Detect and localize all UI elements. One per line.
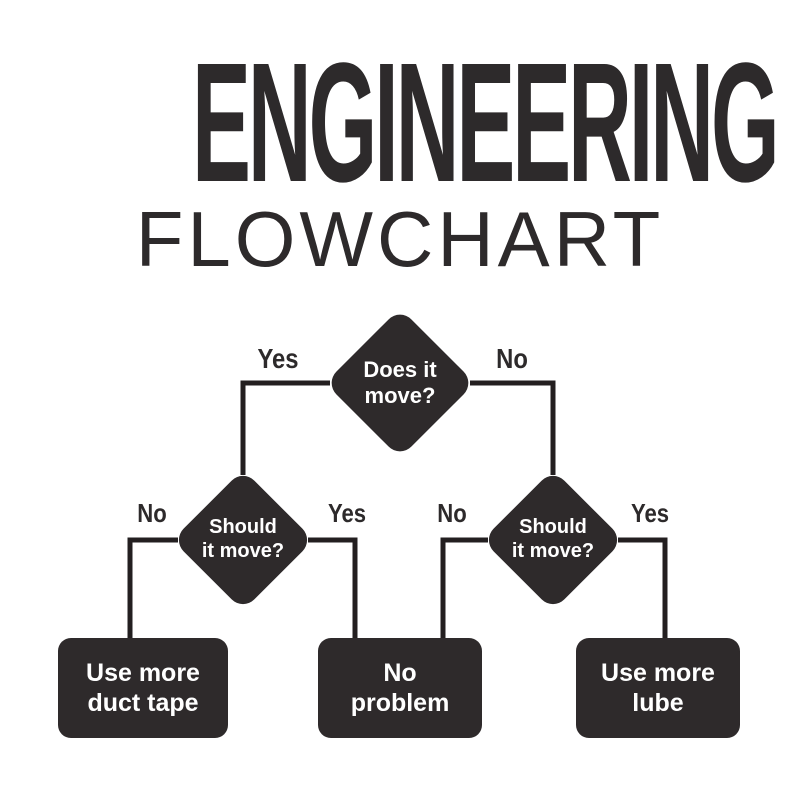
decision-label-line: Should (209, 516, 277, 538)
result-label-line: Use more (601, 658, 715, 687)
edge-root-yes-line (240, 380, 330, 475)
decision-label-line: Should (519, 516, 587, 538)
edge-right-no-line (440, 537, 488, 645)
result-label-line: No (383, 658, 417, 687)
edge-label-right-no: No (437, 498, 467, 528)
edge-label-left-yes: Yes (327, 498, 367, 528)
decision-label-line: it move? (201, 539, 285, 562)
edge-label-root-no: No (496, 343, 528, 374)
edge-left-yes-line (308, 537, 358, 645)
edge-right-yes-line (618, 537, 668, 645)
edge-label-right-yes: Yes (630, 498, 670, 528)
result-label-line: Use more (86, 658, 200, 687)
decision-label-line: move? (364, 382, 436, 408)
edge-label-left-no: No (137, 498, 167, 528)
edge-label-root-yes: Yes (257, 343, 299, 374)
edge-root-no-line (470, 380, 556, 475)
decision-label-should-it-move-left: Should it move? (168, 516, 318, 563)
page-title-sub: FLOWCHART (135, 195, 665, 283)
decision-label-does-it-move: Does it move? (325, 357, 475, 409)
result-label-line: problem (350, 689, 450, 717)
result-label-line: duct tape (87, 689, 199, 717)
result-label-line: lube (632, 689, 684, 717)
edge-left-no-line (127, 537, 178, 645)
decision-label-line: it move? (511, 539, 595, 562)
decision-label-should-it-move-right: Should it move? (478, 516, 628, 563)
result-node-no-problem: No problem (318, 638, 482, 738)
decision-label-line: Does it (363, 357, 437, 382)
result-node-duct-tape: Use more duct tape (58, 638, 228, 738)
result-node-lube: Use more lube (576, 638, 740, 738)
